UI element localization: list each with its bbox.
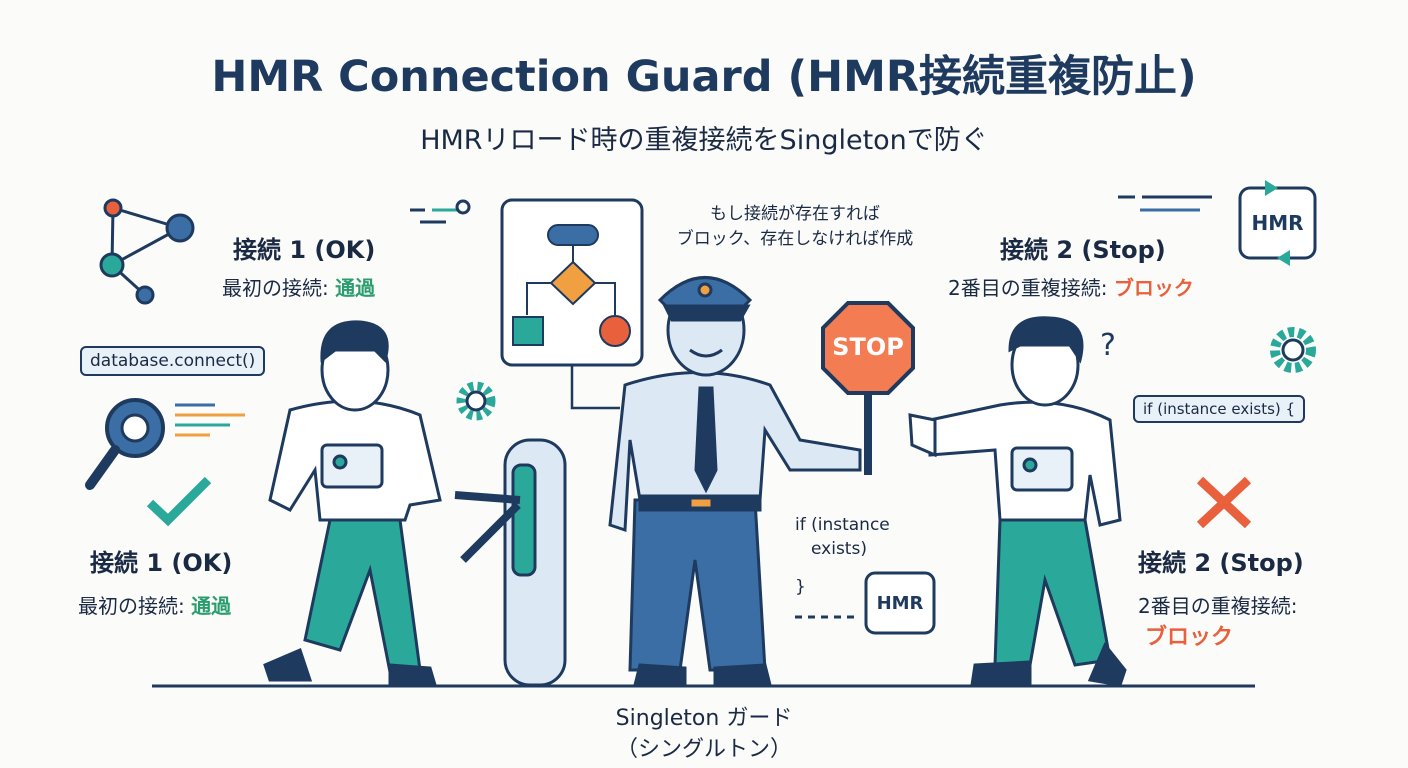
dash-lines-icon xyxy=(410,199,471,224)
person-first-connection xyxy=(263,320,442,687)
question-mark-icon: ? xyxy=(1100,328,1116,363)
key-gear-icon xyxy=(85,398,165,490)
hmr-icon-label: HMR xyxy=(1251,211,1304,235)
left-description: 最初の接続: 通過 xyxy=(222,272,375,301)
left-heading-lower: 接続 1 (OK) xyxy=(90,549,233,577)
page-title: HMR Connection Guard (HMR接続重複防止) xyxy=(211,52,1197,102)
left-desc-text: 最初の接続: xyxy=(222,276,336,300)
right-status-lower: ブロック xyxy=(1145,625,1234,650)
center-code: if (instance exists) } xyxy=(795,513,890,599)
turnstile xyxy=(454,438,567,687)
left-status-lower: 通過 xyxy=(191,594,232,618)
stop-sign-text: STOP xyxy=(832,333,904,361)
code-lines-icon xyxy=(175,403,245,437)
network-icon xyxy=(99,198,195,305)
right-heading-lower: 接続 2 (Stop) xyxy=(1138,549,1304,577)
guard-label: Singleton ガード xyxy=(615,706,793,731)
hmr-badge: HMR xyxy=(876,593,924,614)
right-description: 2番目の重複接続: ブロック xyxy=(948,272,1194,301)
left-description-lower: 最初の接続: 通過 xyxy=(78,590,231,619)
person-second-connection xyxy=(908,316,1127,687)
gear-icon xyxy=(456,381,496,421)
right-desc-text-lower: 2番目の重複接続: xyxy=(1138,594,1298,618)
instance-exists-code: if (instance exists) { xyxy=(1133,395,1306,423)
code-line-1: if (instance xyxy=(795,515,890,535)
code-line-3: } xyxy=(795,577,806,597)
speech-line-2: ブロック、存在しなければ作成 xyxy=(676,229,914,249)
right-heading: 接続 2 (Stop) xyxy=(1000,236,1166,264)
hmr-box xyxy=(864,571,936,635)
speech-line-1: もし接続が存在すれば xyxy=(710,204,880,224)
refresh-hmr-icon xyxy=(1238,180,1317,266)
left-desc-text-lower: 最初の接続: xyxy=(78,594,192,618)
right-status: ブロック xyxy=(1113,276,1194,300)
code-line-2: exists) xyxy=(811,539,867,559)
gear-icon xyxy=(1270,327,1316,373)
dash-lines-icon xyxy=(1118,195,1212,212)
guard-sublabel: （シングルトン） xyxy=(615,737,792,762)
right-desc-text: 2番目の重複接続: xyxy=(948,276,1114,300)
x-mark-icon xyxy=(1196,476,1252,529)
security-guard xyxy=(608,276,862,687)
guard-speech: もし接続が存在すれば ブロック、存在しなければ作成 xyxy=(640,202,950,252)
left-status: 通過 xyxy=(335,276,376,300)
stop-sign-icon xyxy=(821,301,915,475)
page-subtitle: HMRリロード時の重複接続をSingletonで防ぐ xyxy=(420,125,988,156)
flowchart-icon xyxy=(500,198,644,410)
left-heading: 接続 1 (OK) xyxy=(233,236,376,264)
check-icon xyxy=(146,476,212,527)
database-connect-code: database.connect() xyxy=(80,346,266,376)
